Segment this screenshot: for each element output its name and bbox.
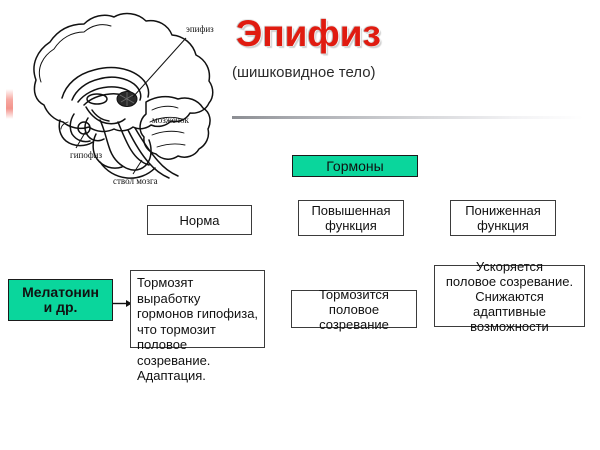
hormones-header-box[interactable]: Гормоны [292, 155, 418, 177]
decreased-line2: функция [477, 218, 529, 233]
column-header-increased-label: Повышенная функция [311, 203, 390, 233]
effect-box-increased[interactable]: Тормозится половое созревание [291, 287, 417, 332]
label-cerebellum: мозжечок [152, 115, 189, 125]
column-header-norm[interactable]: Норма [147, 205, 252, 235]
hormone-label-text: Мелатонин и др. [22, 285, 99, 315]
increased-line2: функция [325, 218, 377, 233]
brain-illustration: эпифиз мозжечок гипофиз ствол мозга [0, 2, 230, 192]
column-header-decreased[interactable]: Пониженная функция [450, 200, 556, 236]
page-subtitle: (шишковидное тело) [232, 64, 376, 81]
header-divider [232, 116, 584, 119]
increased-line1: Повышенная [311, 203, 391, 218]
column-header-norm-label: Норма [179, 212, 220, 228]
label-brainstem: ствол мозга [113, 176, 158, 186]
effect-increased-line2: половое созревание [319, 301, 389, 332]
effect-decreased-text: Ускоряется половое созревание. Снижаются… [439, 259, 580, 334]
hormone-label-box[interactable]: Мелатонин и др. [8, 279, 113, 321]
label-pituitary: гипофиз [70, 150, 102, 160]
effect-box-norm[interactable]: Тормозят выработку гормонов гипофиза, чт… [130, 270, 265, 383]
effect-decreased-line1: Ускоряется [475, 258, 544, 274]
melatonin-line1: Мелатонин [22, 284, 99, 300]
label-pineal: эпифиз [186, 24, 214, 34]
hormones-header-label: Гормоны [326, 157, 384, 174]
arrow-melatonin-to-effect [113, 299, 132, 308]
effect-decreased-line2: половое созревание. [445, 273, 574, 289]
melatonin-line2: и др. [43, 299, 78, 315]
page-title: Эпифиз [236, 13, 381, 54]
red-accent-bar [6, 89, 13, 119]
effect-decreased-line3: Снижаются адаптивные [473, 288, 546, 319]
effect-increased-line1: Тормозится [319, 286, 389, 302]
column-header-decreased-label: Пониженная функция [465, 203, 541, 233]
effect-box-decreased[interactable]: Ускоряется половое созревание. Снижаются… [434, 259, 585, 334]
effect-decreased-line4: возможности [470, 318, 549, 334]
column-header-increased[interactable]: Повышенная функция [298, 200, 404, 236]
effect-increased-text: Тормозится половое созревание [296, 287, 412, 332]
effect-norm-text: Тормозят выработку гормонов гипофиза, чт… [137, 275, 259, 383]
decreased-line1: Пониженная [465, 203, 541, 218]
